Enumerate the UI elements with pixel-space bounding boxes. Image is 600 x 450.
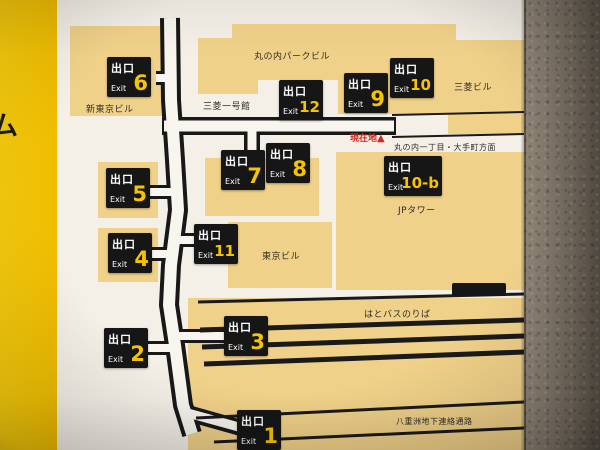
exit-en-label: Exit	[394, 85, 410, 94]
bus-stop-block	[452, 283, 506, 296]
map-label-shin-tokyo-building: 新東京ビル	[86, 105, 134, 115]
building-mitsubishi	[448, 40, 524, 134]
exit-en-label: Exit	[388, 183, 404, 192]
exit-number: 4	[134, 247, 149, 271]
exit-badge-2: 出口 Exit 2	[104, 328, 148, 368]
exit-en-label: Exit	[283, 107, 299, 116]
map-label-direction: 丸の内一丁目・大手町方面	[394, 143, 496, 152]
map-label-mitsubishi-ichigokan: 三菱一号館	[203, 102, 251, 112]
yellow-side-strip: ム	[0, 0, 57, 450]
wall-background	[510, 0, 600, 450]
strip-partial-text: ム	[0, 111, 18, 142]
exit-badge-4: 出口 Exit 4	[108, 233, 152, 273]
exit-en-label: Exit	[348, 100, 364, 109]
map-label-tokyo-building: 東京ビル	[262, 252, 301, 262]
map-label-mitsubishi-building: 三菱ビル	[454, 83, 493, 93]
corridor-fills	[146, 17, 394, 436]
exit-number: 5	[132, 182, 147, 206]
exit-jp-label: 出口	[283, 85, 307, 98]
exit-badge-8: 出口 Exit 8	[266, 143, 310, 183]
exit-badge-3: 出口 Exit 3	[224, 316, 268, 356]
exit-badge-5: 出口 Exit 5	[106, 168, 150, 208]
current-location-text: 現在地	[350, 134, 378, 144]
exit-jp-label: 出口	[225, 155, 249, 168]
map-label-marunouchi-park-building: 丸の内パークビル	[254, 52, 331, 62]
exit-number: 1	[263, 424, 278, 448]
exit-jp-label: 出口	[270, 148, 294, 161]
exit-jp-label: 出口	[110, 173, 134, 186]
exit-number: 7	[247, 164, 262, 188]
exit-jp-label: 出口	[111, 62, 135, 75]
map-label-hato-bus-stop: はとバスのりば	[364, 310, 431, 320]
exit-number: 2	[130, 342, 145, 366]
exit-en-label: Exit	[110, 195, 126, 204]
exit-jp-label: 出口	[394, 63, 418, 76]
exit-jp-label: 出口	[112, 238, 136, 251]
exit-badge-7: 出口 Exit 7	[221, 150, 265, 190]
map-label-jp-tower: JPタワー	[398, 206, 436, 216]
exit-badge-1: 出口 Exit 1	[237, 410, 281, 450]
exit-en-label: Exit	[270, 170, 286, 179]
exit-jp-label: 出口	[198, 229, 222, 242]
exit-number: 8	[292, 157, 307, 181]
exit-badge-9: 出口 Exit 9	[344, 73, 388, 113]
exit-en-label: Exit	[241, 437, 257, 446]
current-location-triangle-icon: ▲	[377, 133, 385, 144]
exit-jp-label: 出口	[108, 333, 132, 346]
exit-en-label: Exit	[112, 260, 128, 269]
exit-jp-label: 出口	[228, 321, 252, 334]
exit-number: 10	[410, 76, 431, 94]
exit-jp-label: 出口	[388, 161, 412, 174]
exit-en-label: Exit	[108, 355, 124, 364]
exit-number: 11	[214, 242, 235, 260]
exit-en-label: Exit	[111, 84, 127, 93]
exit-jp-label: 出口	[241, 415, 265, 428]
exit-number: 6	[133, 71, 148, 95]
exit-en-label: Exit	[228, 343, 244, 352]
exit-number: 10-b	[401, 174, 439, 192]
exit-en-label: Exit	[198, 251, 214, 260]
building-tokyo-building	[228, 222, 332, 288]
map-label-yaesu-passage: 八重洲地下連絡通路	[396, 417, 473, 426]
exit-badge-6: 出口 Exit 6	[107, 57, 151, 97]
panel-edge-seam	[521, 0, 526, 450]
current-location-marker: 現在地▲	[350, 131, 385, 144]
exit-number: 9	[370, 87, 385, 111]
exit-number: 3	[250, 330, 265, 354]
exit-jp-label: 出口	[348, 78, 372, 91]
exit-en-label: Exit	[225, 177, 241, 186]
building-park-building	[232, 24, 354, 80]
exit-number: 12	[299, 98, 320, 116]
